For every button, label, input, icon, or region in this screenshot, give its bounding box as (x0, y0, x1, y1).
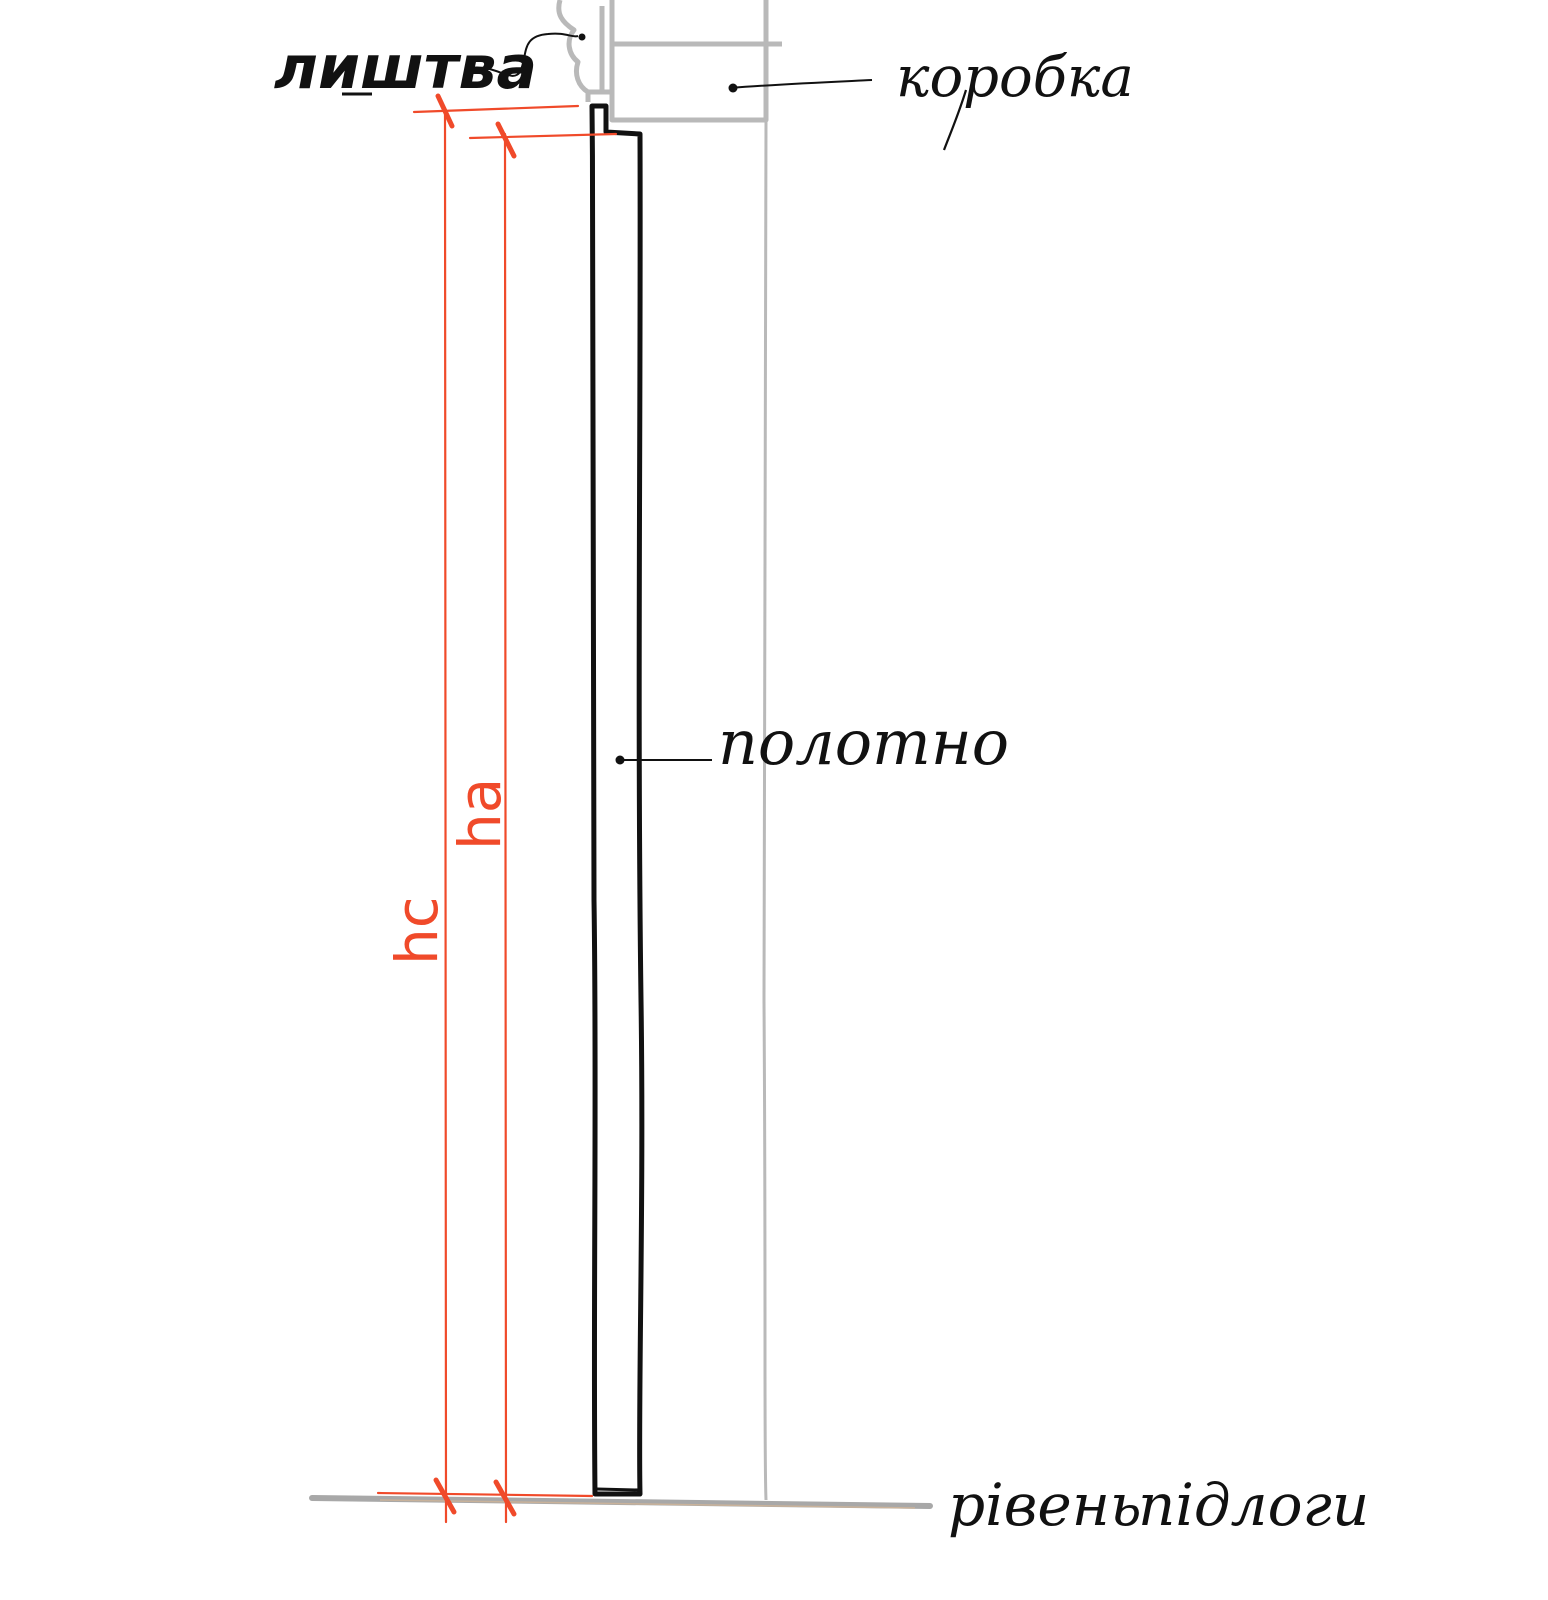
label-frame: коробка (896, 45, 1134, 110)
door-leaf-threshold (596, 1487, 639, 1492)
frame-wall-line (762, 119, 768, 1501)
label-floor-level-1: рівень (948, 1471, 1142, 1539)
label-door-leaf: полотно (718, 706, 1009, 779)
dim-hc-tick-bottom (433, 1477, 457, 1515)
dim-ext-bottom (376, 1491, 594, 1498)
frame-leader (729, 79, 873, 89)
dim-ha-label: ha (446, 778, 514, 850)
leader-lines (469, 32, 873, 761)
label-casing: лиштва (274, 33, 537, 103)
floor-shadow (379, 1499, 916, 1509)
frame-leader-dot (728, 83, 738, 93)
label-floor-level-2: підлоги (1138, 1471, 1369, 1539)
casing-leader (469, 32, 579, 77)
dim-ha-line (503, 132, 508, 1524)
label-frame-descender (942, 89, 968, 151)
door-leaf (589, 103, 645, 1497)
dimension-lines (376, 93, 618, 1524)
door-leaf-outline (589, 103, 645, 1497)
casing-leader-dot (578, 33, 586, 41)
floor-line (309, 1495, 933, 1509)
dim-hc-tick-top (435, 93, 455, 129)
dim-hc-ext-top (412, 104, 580, 114)
casing-outline (556, 0, 602, 95)
door-frame (599, 0, 782, 1501)
dim-ha-tick-bottom (493, 1479, 517, 1517)
dim-hc-line (443, 106, 448, 1524)
dim-ha-tick-top (495, 121, 517, 159)
dim-ha-ext-top (468, 132, 618, 140)
frame-box-outline (609, 0, 769, 123)
casing-profile (556, 0, 602, 102)
dim-hc-label: hc (383, 896, 451, 965)
door-leaf-leader-dot (615, 755, 625, 765)
